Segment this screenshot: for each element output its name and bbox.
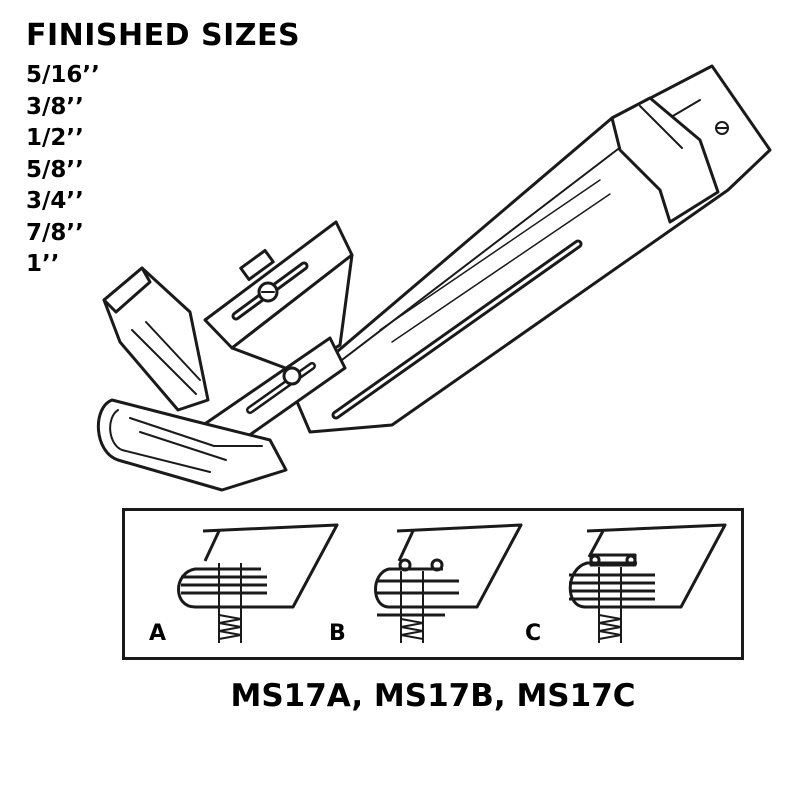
model-numbers: MS17A, MS17B, MS17C	[230, 678, 636, 714]
size-item: 5/16’’	[26, 62, 100, 88]
variant-label-c: C	[525, 621, 542, 646]
size-item: 3/4’’	[26, 188, 84, 214]
size-item: 3/8’’	[26, 93, 84, 120]
variant-label-b: B	[329, 621, 346, 646]
binder-attachment-illustration	[97, 64, 772, 492]
size-item: 7/8’’	[26, 219, 84, 246]
size-item: 1’’	[26, 251, 60, 277]
size-item: 5/8’’	[26, 156, 84, 183]
variant-c-diagram	[568, 523, 727, 643]
heading: FINISHED SIZES	[26, 18, 301, 53]
fold-variant-cross-sections	[177, 523, 727, 643]
variant-a-diagram	[177, 523, 339, 643]
variant-b-diagram	[374, 523, 523, 643]
size-item: 1/2’’	[26, 125, 84, 151]
sizes-list: 5/16’’ 3/8’’ 1/2’’ 5/8’’ 3/4’’ 7/8’’ 1’’	[26, 60, 100, 281]
fold-variant-panel: A B C	[122, 508, 744, 660]
variant-label-a: A	[149, 621, 167, 646]
